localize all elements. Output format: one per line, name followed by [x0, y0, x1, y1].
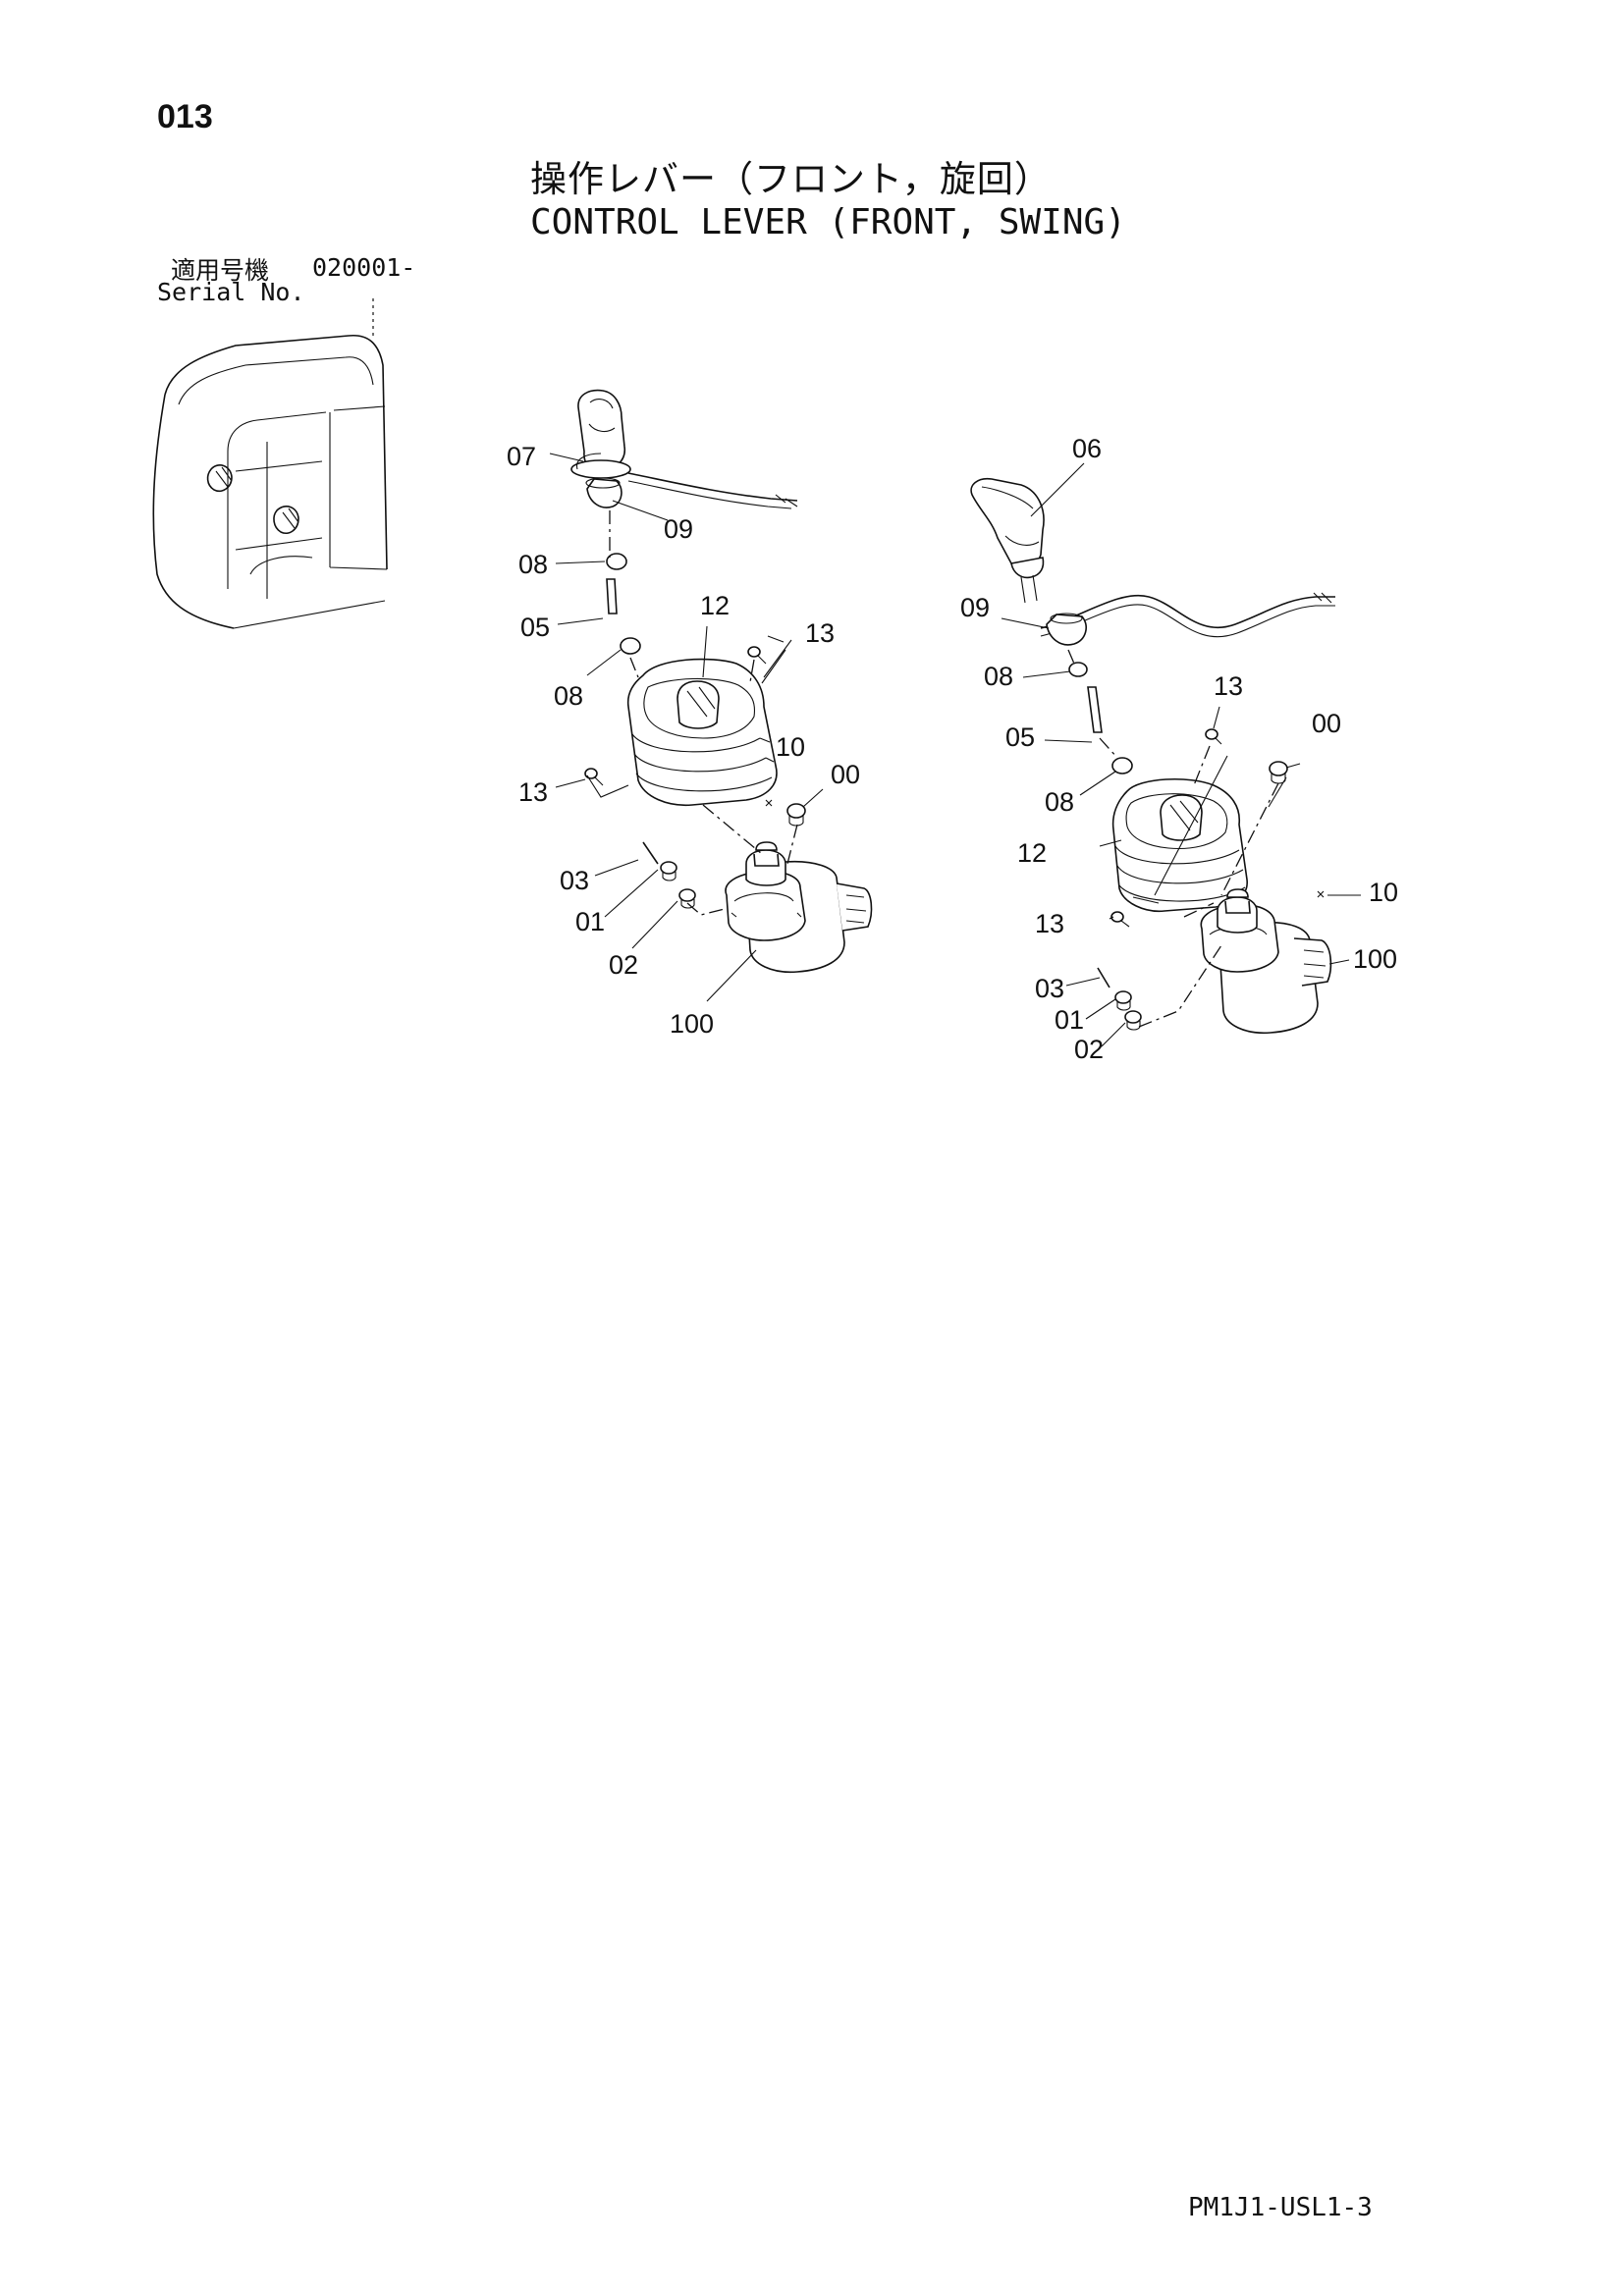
screw-13a — [747, 646, 767, 665]
rod-05 — [606, 578, 618, 614]
callout-100: 100 — [670, 1009, 714, 1039]
callout-03: 03 — [1035, 974, 1064, 1003]
serial-label-japanese: 適用号機 — [171, 256, 270, 285]
lever-boot-09 — [586, 478, 623, 508]
callout-05: 05 — [1005, 722, 1035, 752]
callout-10: 10 — [1369, 878, 1398, 907]
part-10 — [1317, 890, 1325, 898]
pilot-valve-100 — [725, 841, 873, 974]
document-code: PM1J1-USL1-3 — [1188, 2193, 1373, 2222]
page-number: 013 — [157, 98, 213, 135]
callout-09: 09 — [960, 593, 990, 622]
callout-00: 00 — [831, 760, 860, 789]
cab-location-icon — [152, 294, 388, 629]
right-control-lever-assembly: 06 09 08 13 00 05 08 12 10 13 100 03 01 … — [960, 434, 1398, 1064]
left-control-lever-assembly: 07 09 08 05 08 12 13 13 10 00 03 01 02 1… — [507, 389, 873, 1039]
callout-12: 12 — [1017, 838, 1047, 868]
lever-grip-06 — [970, 477, 1045, 568]
callout-02: 02 — [1074, 1035, 1104, 1064]
callout-00: 00 — [1312, 709, 1341, 738]
callout-13: 13 — [518, 777, 548, 807]
callout-13: 13 — [805, 618, 835, 648]
part-10 — [765, 799, 773, 807]
screw-13b — [584, 768, 604, 786]
callout-12: 12 — [700, 591, 730, 620]
serial-range: 020001- — [312, 253, 416, 282]
callout-100: 100 — [1353, 944, 1397, 974]
screw-03 — [642, 841, 659, 865]
screw-13a — [1205, 728, 1222, 745]
callout-09: 09 — [664, 514, 693, 544]
rod-05 — [1087, 686, 1103, 733]
washer-01 — [1114, 990, 1132, 1011]
callout-03: 03 — [560, 866, 589, 895]
callout-08: 08 — [518, 550, 548, 579]
callout-01: 01 — [575, 907, 605, 936]
page-title-japanese: 操作レバー（フロント，旋回） — [530, 158, 1052, 200]
callout-06: 06 — [1072, 434, 1102, 463]
nut-08a — [1068, 662, 1088, 677]
page-title-english: CONTROL LEVER (FRONT, SWING) — [530, 202, 1126, 242]
nut-08b — [1111, 757, 1133, 774]
callout-10: 10 — [776, 732, 805, 762]
callout-13: 13 — [1035, 909, 1064, 938]
callout-08: 08 — [984, 662, 1013, 691]
plug-00 — [1269, 761, 1288, 784]
serial-label-english: Serial No. — [157, 278, 305, 306]
nut-08a — [606, 553, 627, 570]
callout-07: 07 — [507, 442, 536, 471]
callout-08: 08 — [1045, 787, 1074, 817]
pilot-valve-100 — [1200, 888, 1332, 1035]
callout-01: 01 — [1055, 1005, 1084, 1035]
dust-cover-12 — [1111, 777, 1248, 913]
callout-13: 13 — [1214, 671, 1243, 701]
screw-03 — [1097, 967, 1110, 988]
washer-01 — [660, 861, 677, 881]
nut-02 — [1124, 1010, 1142, 1031]
callout-08: 08 — [554, 681, 583, 711]
nut-08b — [620, 637, 641, 655]
callout-05: 05 — [520, 613, 550, 642]
lever-boot-09 — [1046, 614, 1087, 646]
screw-13b — [1110, 911, 1130, 928]
dust-cover-12 — [626, 658, 778, 807]
callout-02: 02 — [609, 950, 638, 980]
plug-00 — [786, 803, 806, 827]
nut-02 — [678, 888, 696, 909]
